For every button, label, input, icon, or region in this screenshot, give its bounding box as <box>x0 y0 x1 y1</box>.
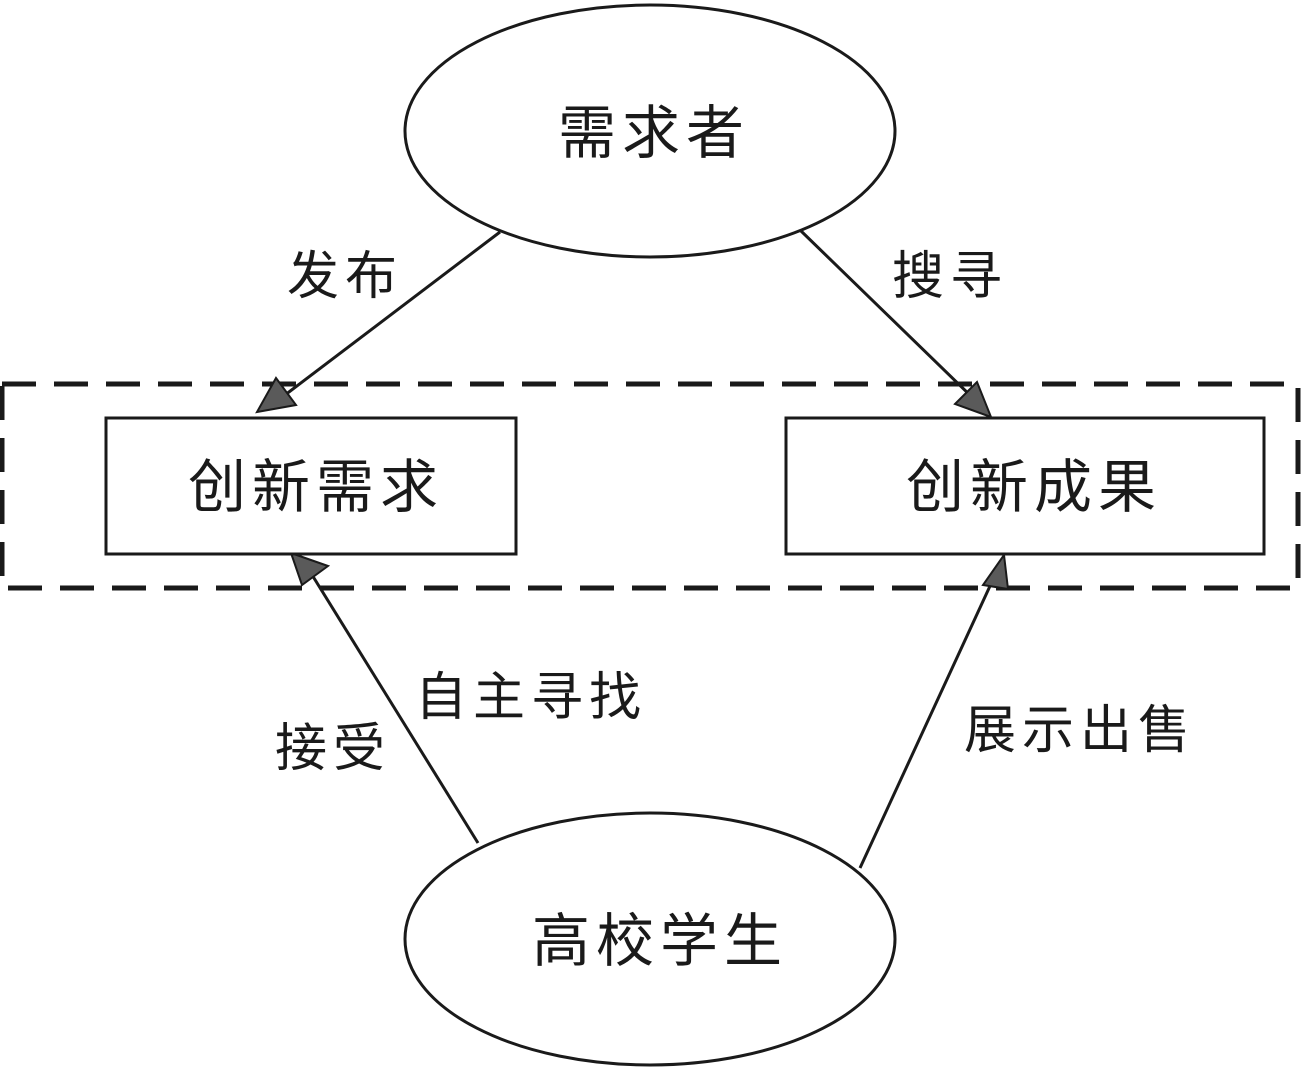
node-innovation-result-label: 创新成果 <box>906 453 1162 521</box>
node-innovation-demand-box <box>104 416 518 556</box>
arrowhead-publish-icon <box>255 376 298 414</box>
arrowhead-self-seek-icon <box>289 551 331 587</box>
edge-self-seek-line <box>307 569 480 844</box>
arrowhead-display-sell-icon <box>981 552 1010 591</box>
node-demander-label: 需求者 <box>558 99 750 167</box>
edge-accept-label: 接受 <box>275 719 391 779</box>
edge-publish-line <box>284 230 501 397</box>
arrowhead-search-icon <box>953 380 993 419</box>
node-student-label: 高校学生 <box>532 907 788 975</box>
node-student-ellipse <box>403 811 897 1067</box>
edge-search-line <box>798 228 977 402</box>
edge-display-sell-label: 展示出售 <box>964 701 1196 761</box>
node-demander-ellipse <box>403 3 897 259</box>
node-innovation-result-box <box>784 416 1266 556</box>
platform-dashed-boundary <box>0 381 1301 591</box>
edge-self-seek-label: 自主寻找 <box>415 668 647 728</box>
node-innovation-demand-label: 创新需求 <box>188 453 444 521</box>
edge-publish-label: 发布 <box>287 247 403 307</box>
edge-display-sell-line <box>858 572 998 869</box>
edge-search-label: 搜寻 <box>892 247 1008 307</box>
